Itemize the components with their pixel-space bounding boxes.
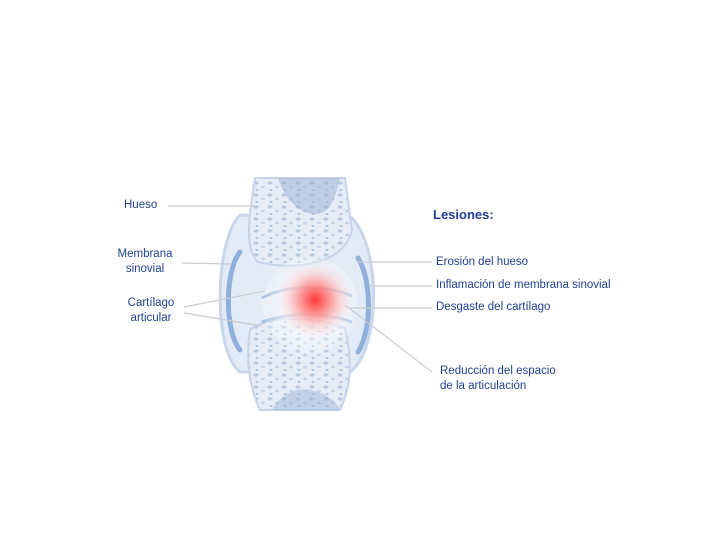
synovial-membrane-right — [355, 255, 371, 355]
lower-bone-shaft — [272, 389, 340, 410]
leader-joint-space — [344, 304, 433, 373]
leader-membrane — [181, 262, 233, 265]
inflammation-area — [273, 258, 357, 342]
upper-bone-shaft — [278, 178, 340, 215]
lesion-cartilage-wear: Desgaste del cartílago — [436, 301, 551, 313]
lesion-bone-erosion: Erosión del hueso — [436, 256, 529, 268]
label-synovial-membrane: Membrana sinovial — [110, 247, 180, 277]
label-articular-cartilage-line1: Cartílago — [127, 297, 175, 309]
label-synovial-membrane-line2: sinovial — [125, 263, 165, 275]
leader-cartilage-lower — [183, 312, 263, 327]
lesion-joint-space-reduction: Reducción del espacio de la articulación — [440, 364, 556, 394]
label-synovial-membrane-line1: Membrana — [117, 248, 173, 260]
label-articular-cartilage: Cartílago articular — [116, 296, 186, 326]
lesion-joint-space-reduction-line1: Reducción del espacio — [440, 365, 556, 377]
leader-cartilage-upper — [183, 290, 266, 308]
lesion-membrane-inflammation: Inflamación de membrana sinovial — [436, 279, 611, 291]
label-articular-cartilage-line2: articular — [130, 312, 172, 324]
lesion-joint-space-reduction-line2: de la articulación — [440, 380, 527, 392]
synovial-membrane-left — [225, 249, 243, 353]
leader-lines — [168, 205, 433, 373]
label-bone: Hueso — [124, 199, 158, 211]
lesions-heading: Lesiones: — [433, 207, 494, 222]
